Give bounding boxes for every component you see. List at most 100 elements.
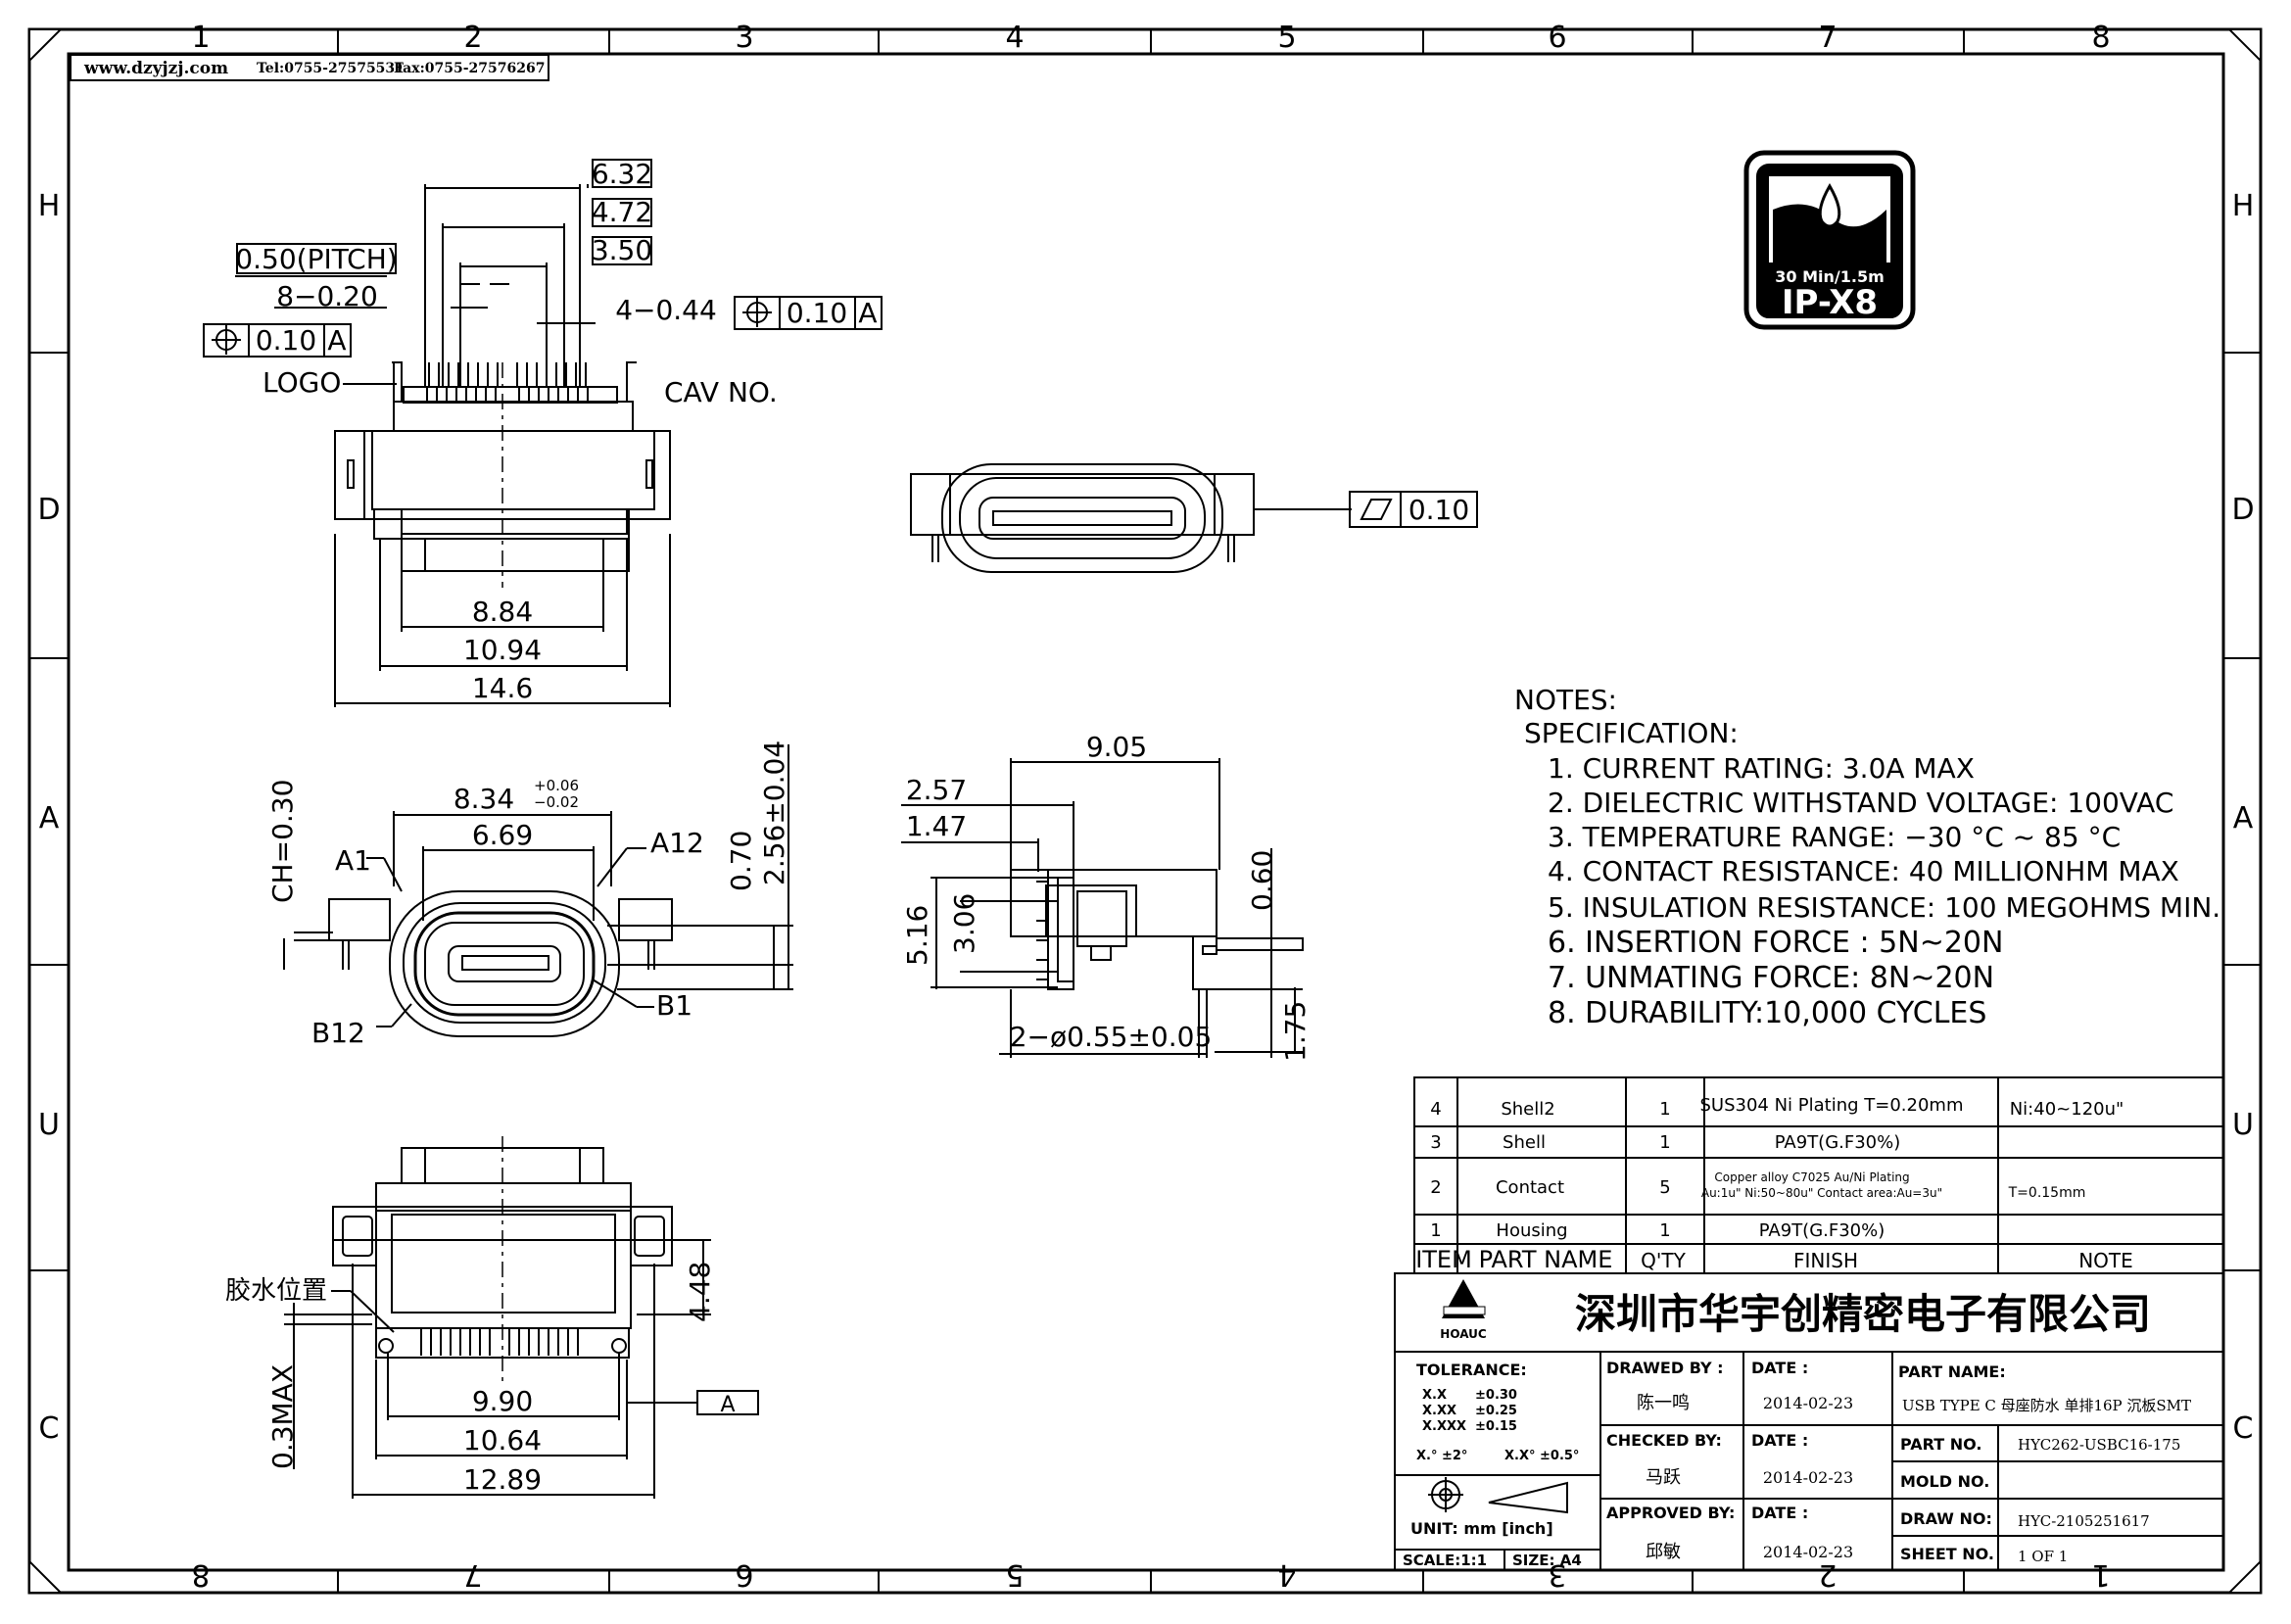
title-block <box>1394 1272 2224 1571</box>
col-label: 4 <box>1005 21 1024 55</box>
part-no-label: PART NO. <box>1900 1435 1981 1454</box>
date-label: DATE : <box>1751 1504 1808 1522</box>
dim-6-69: 6.69 <box>472 819 533 851</box>
tol-left-value: 0.10 <box>256 324 316 357</box>
unit-label: UNIT: mm [inch] <box>1410 1519 1553 1538</box>
bom-note: Ni:40~120u" <box>2010 1099 2124 1120</box>
badge-depth: 30 Min/1.5m <box>1775 267 1885 286</box>
tol-left-ref: A <box>327 324 346 357</box>
tol-xx: X.XX <box>1422 1404 1456 1418</box>
company-logo-text: HOAUC <box>1440 1327 1487 1341</box>
row-label: H <box>38 189 61 223</box>
dim-9-90: 9.90 <box>472 1385 533 1417</box>
bom-table <box>1413 1076 2224 1274</box>
dim-8-34: 8.34 <box>453 783 514 815</box>
glue-position-label: 胶水位置 <box>225 1276 327 1306</box>
note-item: 7. UNMATING FORCE: 8N~20N <box>1548 961 1994 995</box>
dim-tab-width: 4−0.44 <box>615 294 717 326</box>
bom-name: Shell2 <box>1501 1099 1554 1120</box>
bom-header-name: PART NAME <box>1479 1246 1613 1273</box>
dim-2-57: 2.57 <box>906 774 967 806</box>
bottom-view <box>284 1136 759 1499</box>
bom-name: Contact <box>1496 1177 1564 1198</box>
approved-by-label: APPROVED BY: <box>1606 1504 1735 1522</box>
bom-header-finish: FINISH <box>1793 1249 1858 1272</box>
mold-no-label: MOLD NO. <box>1900 1472 1989 1491</box>
bom-finish: PA9T(G.F30%) <box>1775 1132 1901 1153</box>
tol-plus: +0.06 <box>534 777 579 794</box>
side-view <box>901 758 1304 1058</box>
note-item: 4. CONTACT RESISTANCE: 40 MILLIONHM MAX <box>1548 855 2179 887</box>
col-label-bottom: 4 <box>1277 1557 1296 1592</box>
dim-2-56: 2.56±0.04 <box>758 740 790 885</box>
dim-pitch: 0.50(PITCH) <box>235 243 397 275</box>
row-label: D <box>2231 493 2254 527</box>
sheet-border <box>27 27 2263 1595</box>
date-label: DATE : <box>1751 1431 1808 1450</box>
date-drawn: 2014-02-23 <box>1763 1394 1853 1412</box>
hole-dim: 2−ø0.55±0.05 <box>1010 1021 1213 1053</box>
top-view <box>203 159 883 707</box>
col-label: 5 <box>1277 21 1296 55</box>
tol-x: X.X <box>1422 1388 1447 1403</box>
dim-0-60: 0.60 <box>1246 850 1278 911</box>
pin-a1: A1 <box>335 844 371 877</box>
tol-xxx-val: ±0.15 <box>1475 1419 1517 1434</box>
bom-finish: SUS304 Ni Plating T=0.20mm <box>1699 1095 1963 1116</box>
dim-pin-width: 8−0.20 <box>276 280 378 312</box>
notes-block: NOTES: SPECIFICATION: 1. CURRENT RATING:… <box>1514 684 2220 1030</box>
bom-header-note: NOTE <box>2078 1249 2133 1272</box>
note-item: 1. CURRENT RATING: 3.0A MAX <box>1548 752 1975 785</box>
bom-item: 4 <box>1430 1099 1441 1120</box>
ipx8-badge: 30 Min/1.5m IP-X8 <box>1743 150 1916 330</box>
bom-qty: 1 <box>1659 1132 1670 1153</box>
col-label-bottom: 6 <box>735 1557 753 1592</box>
bom-finish: PA9T(G.F30%) <box>1759 1220 1885 1241</box>
note-item: 2. DIELECTRIC WITHSTAND VOLTAGE: 100VAC <box>1548 787 2173 819</box>
part-no: HYC262-USBC16-175 <box>2018 1436 2180 1454</box>
drawn-by-name: 陈一鸣 <box>1637 1393 1690 1413</box>
note-item: 5. INSULATION RESISTANCE: 100 MEGOHMS MI… <box>1548 891 2220 924</box>
sheet-no-label: SHEET NO. <box>1900 1545 1994 1563</box>
sheet-no: 1 OF 1 <box>2018 1548 2068 1565</box>
bom-qty: 5 <box>1659 1177 1670 1198</box>
dim-1-47: 1.47 <box>906 810 967 842</box>
part-name-label: PART NAME: <box>1898 1362 2006 1381</box>
col-label: 6 <box>1548 21 1566 55</box>
approved-by-name: 邱敏 <box>1646 1542 1681 1562</box>
dim-0-70: 0.70 <box>725 831 757 891</box>
dim-4-72: 4.72 <box>592 196 652 228</box>
col-label: 2 <box>463 21 482 55</box>
bom-qty: 1 <box>1659 1220 1670 1241</box>
tol-minus: −0.02 <box>534 793 579 811</box>
row-label: A <box>2233 801 2254 836</box>
note-item: 6. INSERTION FORCE : 5N~20N <box>1548 926 2003 960</box>
col-label: 3 <box>735 21 753 55</box>
dim-12-89: 12.89 <box>463 1463 542 1496</box>
date-approved: 2014-02-23 <box>1763 1543 1853 1561</box>
dim-1-75: 1.75 <box>1279 1001 1312 1062</box>
drawn-by-label: DRAWED BY : <box>1606 1359 1724 1377</box>
logo-label: LOGO <box>263 366 341 399</box>
bom-item: 2 <box>1430 1177 1441 1198</box>
col-label-bottom: 3 <box>1548 1557 1566 1592</box>
tel-text: Tel:0755-27575531 <box>257 61 405 76</box>
tol-xxx: X.XXX <box>1422 1419 1466 1434</box>
draw-no: HYC-2105251617 <box>2018 1512 2150 1530</box>
tol-angle-1: X.° ±2° <box>1416 1449 1467 1463</box>
dim-10-64: 10.64 <box>463 1424 542 1457</box>
row-label: H <box>2232 189 2255 223</box>
bom-header-qty: Q'TY <box>1641 1249 1686 1272</box>
dim-8-84: 8.84 <box>472 596 533 628</box>
datum-a: A <box>720 1393 735 1417</box>
checked-by-label: CHECKED BY: <box>1606 1431 1722 1450</box>
note-item: 3. TEMPERATURE RANGE: −30 °C ~ 85 °C <box>1548 821 2121 853</box>
flatness-value: 0.10 <box>1408 494 1469 526</box>
pin-a12: A12 <box>650 827 704 859</box>
dim-0-3max: 0.3MAX <box>266 1364 299 1469</box>
bom-finish-detail: Au:1u" Ni:50~80u" Contact area:Au=3u" <box>1701 1186 1942 1200</box>
tol-right-ref: A <box>858 297 877 329</box>
tol-right-value: 0.10 <box>787 297 847 329</box>
part-name: USB TYPE C 母座防水 单排16P 沉板SMT <box>1902 1397 2191 1414</box>
